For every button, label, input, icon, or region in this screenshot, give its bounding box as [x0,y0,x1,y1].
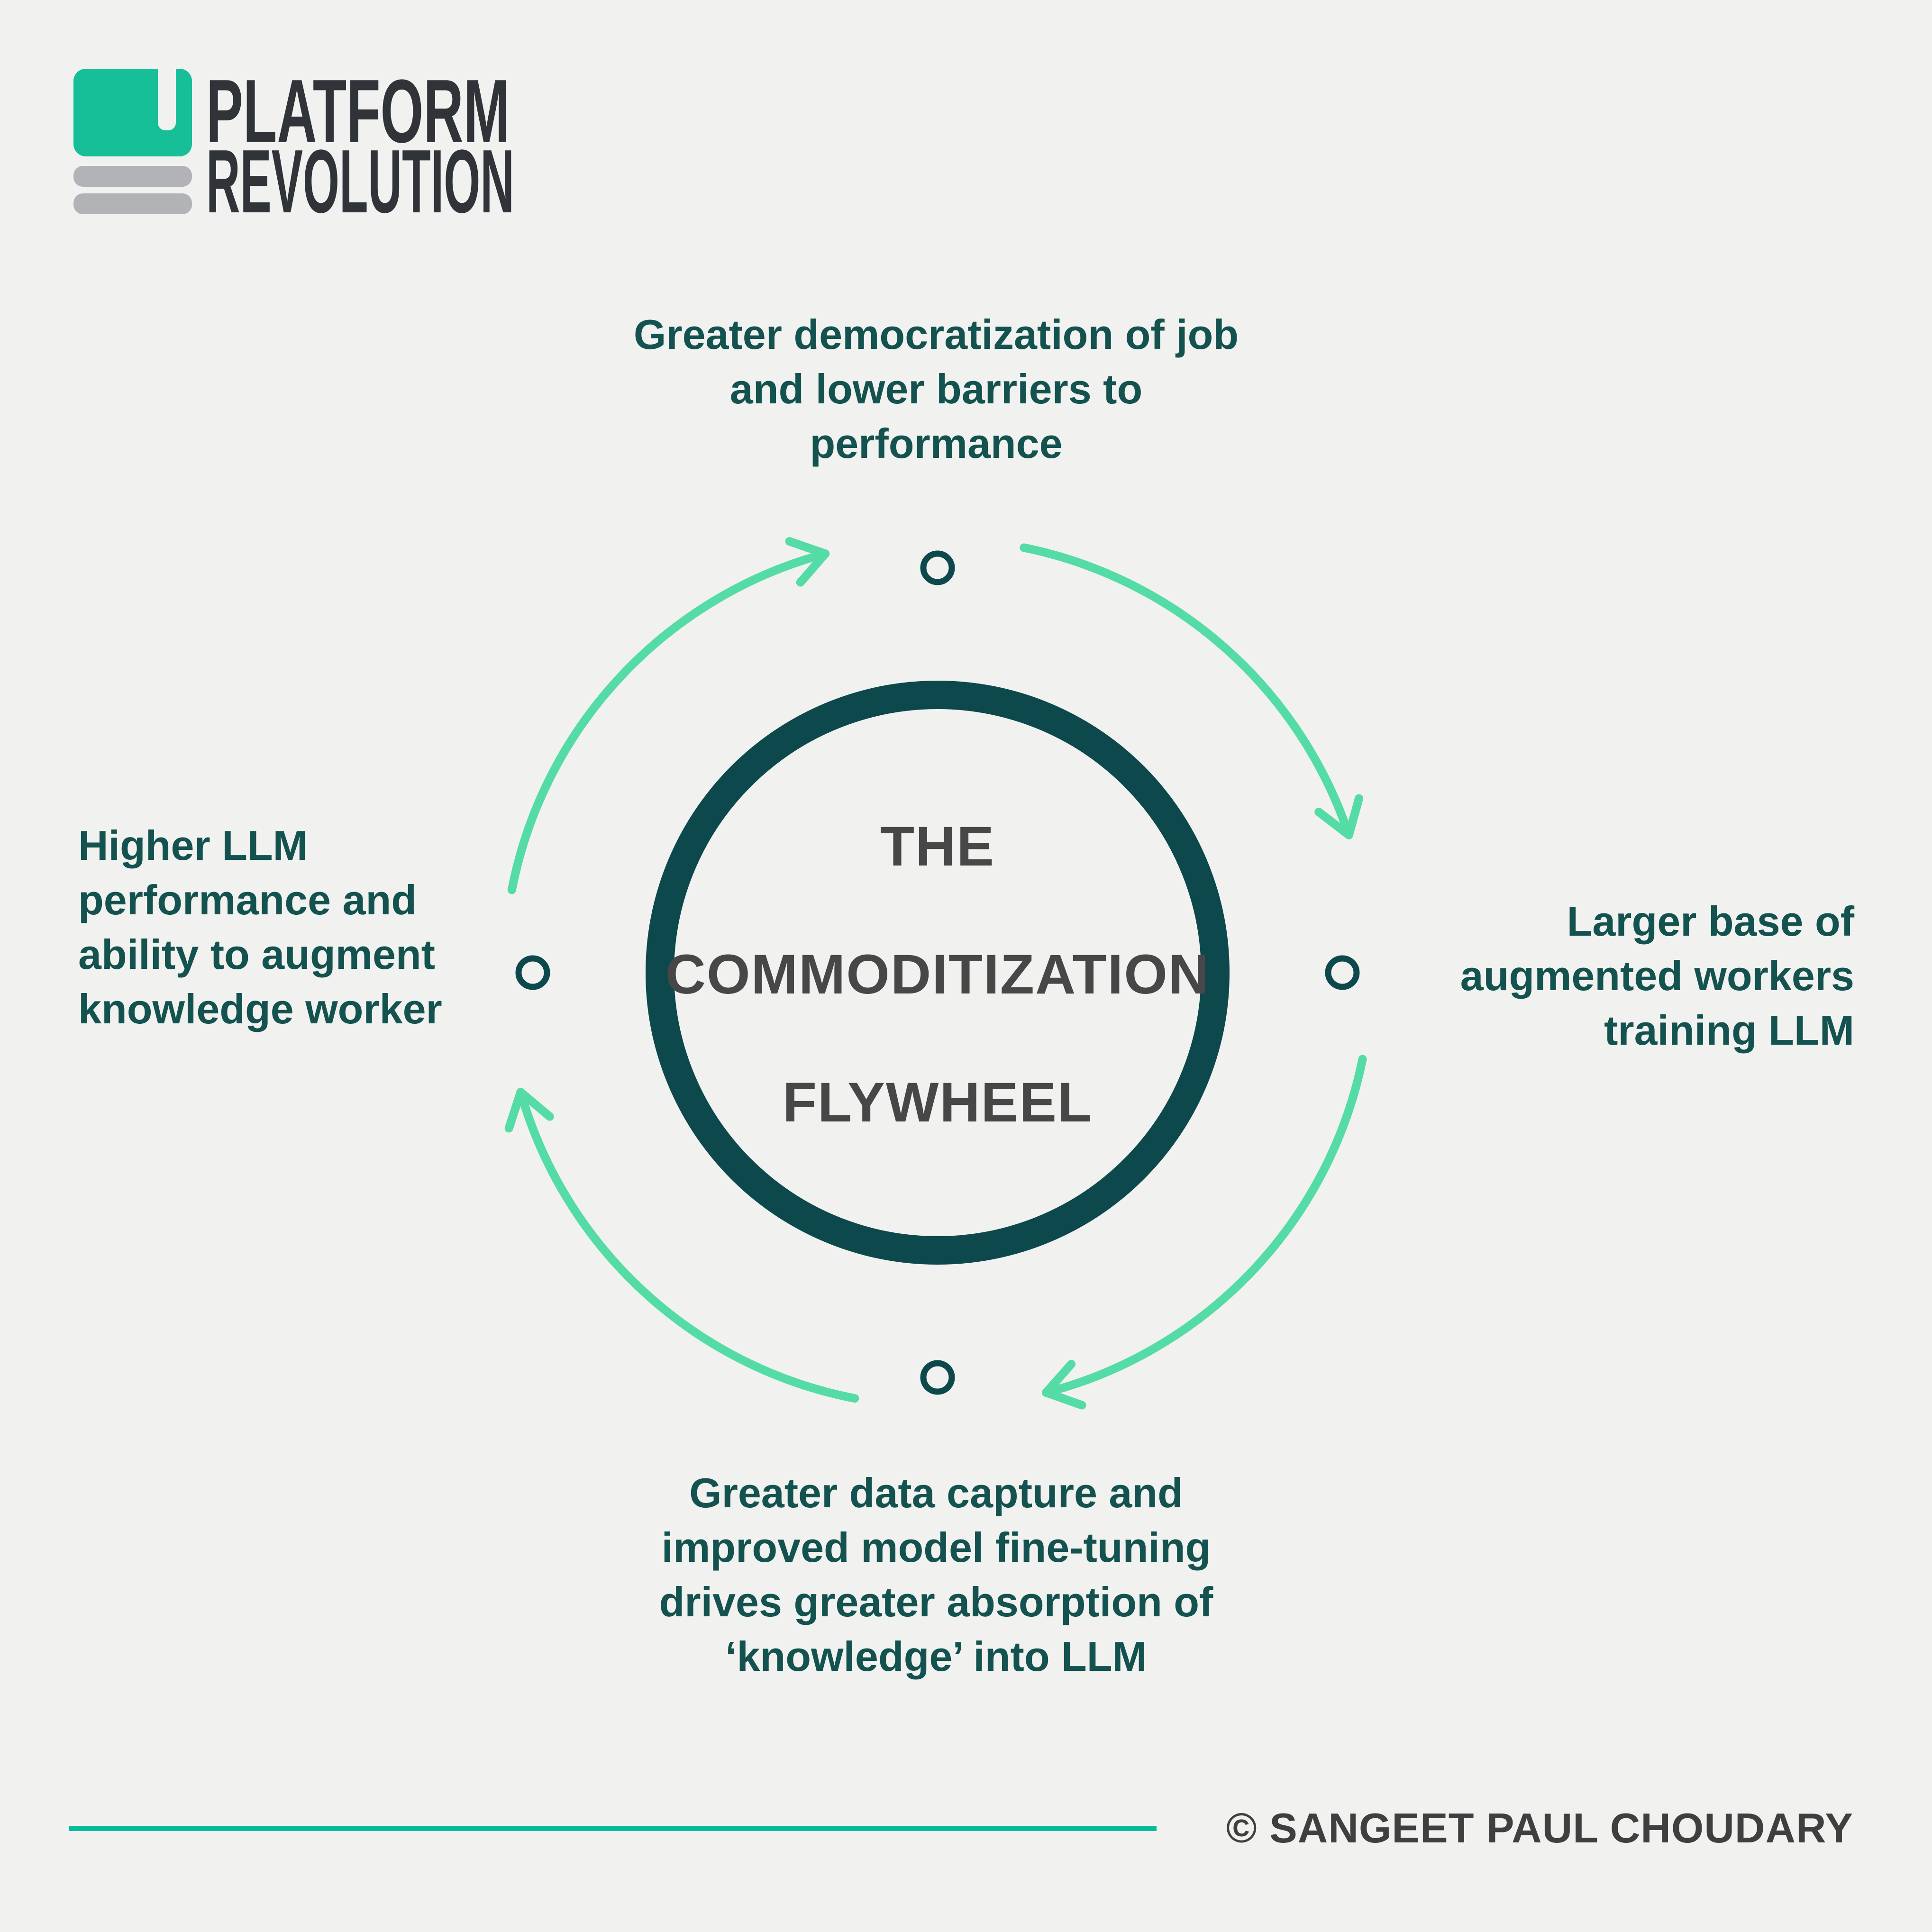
stage-node-circle [515,955,550,990]
flywheel-title-line-2: COMMODITIZATION [665,943,1210,1006]
flywheel-ring [646,681,1230,1265]
platform-revolution-logo: PLATFORM REVOLUTION [73,57,514,232]
flow-arrowhead-icon [1314,794,1364,839]
logo-notch [158,57,176,130]
stage-node-circle [920,1360,955,1395]
logo-wordmark-line2: REVOLUTION [206,131,514,232]
flow-arrow-arc [507,549,830,894]
stage-label-top: Greater democratization of job and lower… [633,311,1239,467]
logo-gray-bar [73,166,192,187]
stage-node-circle [1325,955,1360,990]
logo-wordmark-line1: PLATFORM [206,61,510,162]
stage-label-bottom: Greater data capture and improved model … [659,1469,1213,1680]
logo-gray-bar [73,193,192,214]
flow-arrow-arc [516,1088,859,1403]
copyright-text: © SANGEET PAUL CHOUDARY [1226,1804,1853,1851]
flow-arrowhead-icon [504,1088,554,1133]
stage-node-circle [920,550,955,585]
flywheel-title-line-1: THE [880,815,995,878]
flow-arrowhead-icon [1042,1359,1086,1410]
stage-label-right: Larger base of augmented workers trainin… [1460,898,1854,1054]
flow-arrow-arc [1020,543,1353,839]
flow-arrow-arc [1042,1055,1367,1397]
flywheel-title-line-3: FLYWHEEL [783,1071,1093,1134]
logo-mark-icon [73,57,192,214]
footer-divider-line [69,1826,1157,1831]
flow-arrowhead-icon [785,537,830,587]
stage-label-left: Higher LLM performance and ability to au… [78,822,442,1032]
flywheel-rings-and-arrows [504,537,1367,1410]
